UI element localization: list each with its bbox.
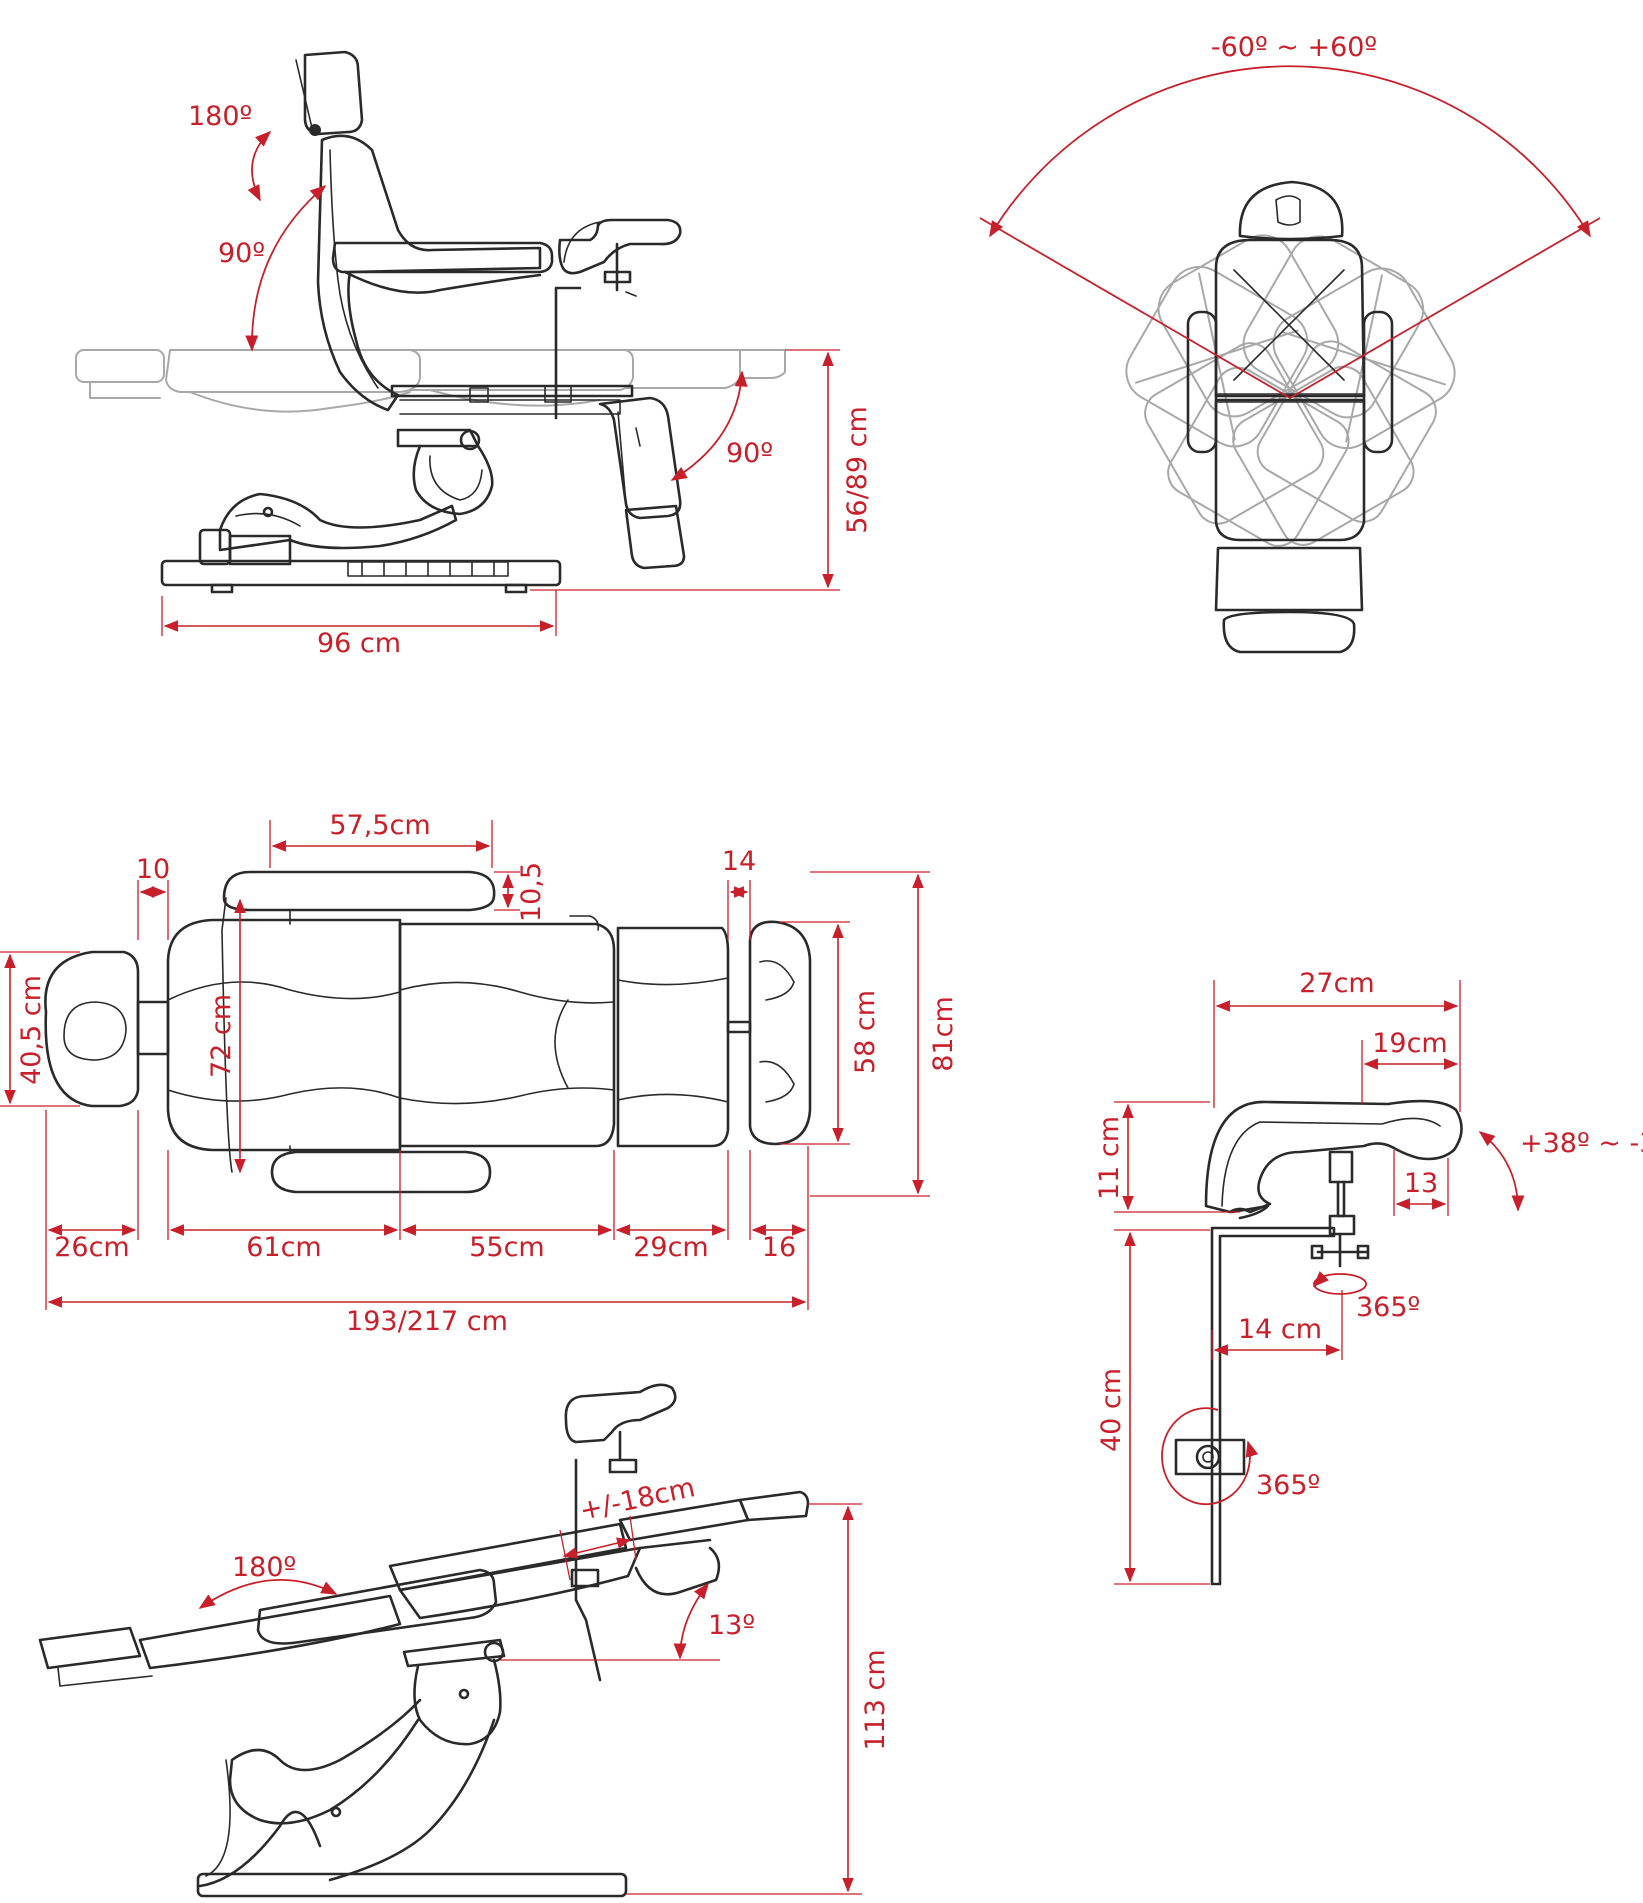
top-view: 57,5cm 10,5 10 14 40,5 cm 72 cm 58 cm <box>0 810 959 1337</box>
raised-tilt-angle-label: 13º <box>708 1610 755 1641</box>
top-head-gap-label: 10 <box>136 854 170 885</box>
top-total-length-label: 193/217 cm <box>346 1306 508 1337</box>
raised-armrest-slide-label: +/-18cm <box>577 1472 698 1527</box>
side-view: 180º 90º 90º 56/89 cm 96 cm <box>75 50 873 659</box>
armrest-height-label: 11 cm <box>1094 1116 1125 1200</box>
side-base-length-label: 96 cm <box>317 628 401 659</box>
top-seat-width-label: 72 cm <box>206 994 237 1078</box>
top-total-width-label: 81cm <box>928 996 959 1072</box>
top-foot-width-label: 58 cm <box>850 990 881 1074</box>
top-seat-length-label: 55cm <box>469 1232 545 1263</box>
armrest-offset-label: 14 cm <box>1238 1314 1322 1345</box>
rotation-dimensions: -60º ~ +60º <box>979 32 1601 400</box>
top-armrest-length-label: 57,5cm <box>329 810 430 841</box>
side-view-chair <box>160 50 686 594</box>
top-view-chair <box>44 870 812 1194</box>
top-armrest-width-label: 10,5 <box>516 862 547 922</box>
armrest-rotation-top-label: 365º <box>1356 1292 1420 1323</box>
armrest-tilt-label: +38º ~ -38º <box>1520 1128 1643 1159</box>
armrest-detail-dimensions: 27cm 19cm 13 11 cm +38º ~ -38º 365º 14 c… <box>1094 968 1643 1585</box>
top-foot-gap-label: 14 <box>722 846 756 877</box>
armrest-pad-length-label: 19cm <box>1372 1028 1448 1059</box>
raised-max-height-label: 113 cm <box>860 1649 891 1750</box>
raised-view: 180º +/-18cm 13º 113 cm <box>38 1383 891 1898</box>
side-legrest-angle-label: 90º <box>726 438 773 469</box>
top-back-length-label: 61cm <box>246 1232 322 1263</box>
top-view-dimensions: 57,5cm 10,5 10 14 40,5 cm 72 cm 58 cm <box>0 810 959 1337</box>
rotation-chair-topview <box>1186 180 1394 654</box>
side-view-ghost-flat-bed <box>75 349 786 413</box>
top-leg-length-label: 29cm <box>633 1232 709 1263</box>
rotation-ghost-positions <box>1125 234 1456 547</box>
armrest-post-height-label: 40 cm <box>1096 1368 1127 1452</box>
top-head-width-label: 40,5 cm <box>16 975 47 1085</box>
armrest-detail-drawing <box>1174 1099 1463 1586</box>
armrest-pad-depth-label: 13 <box>1404 1168 1438 1199</box>
side-view-dimensions: 180º 90º 90º 56/89 cm 96 cm <box>161 101 873 659</box>
top-head-length-label: 26cm <box>54 1232 130 1263</box>
rotation-range-label: -60º ~ +60º <box>1211 32 1377 63</box>
armrest-detail: 27cm 19cm 13 11 cm +38º ~ -38º 365º 14 c… <box>1094 968 1643 1586</box>
raised-view-chair <box>38 1383 810 1898</box>
rotation-view: -60º ~ +60º <box>979 32 1601 654</box>
armrest-width-label: 27cm <box>1299 968 1375 999</box>
side-backrest-angle-label: 90º <box>218 238 265 269</box>
top-foot-length-label: 16 <box>762 1232 796 1263</box>
armrest-rotation-bottom-label: 365º <box>1256 1470 1320 1501</box>
side-headrest-angle-label: 180º <box>188 101 252 132</box>
side-height-label: 56/89 cm <box>842 406 873 534</box>
raised-view-dimensions: 180º +/-18cm 13º 113 cm <box>198 1472 891 1895</box>
raised-headrest-angle-label: 180º <box>232 1552 296 1583</box>
